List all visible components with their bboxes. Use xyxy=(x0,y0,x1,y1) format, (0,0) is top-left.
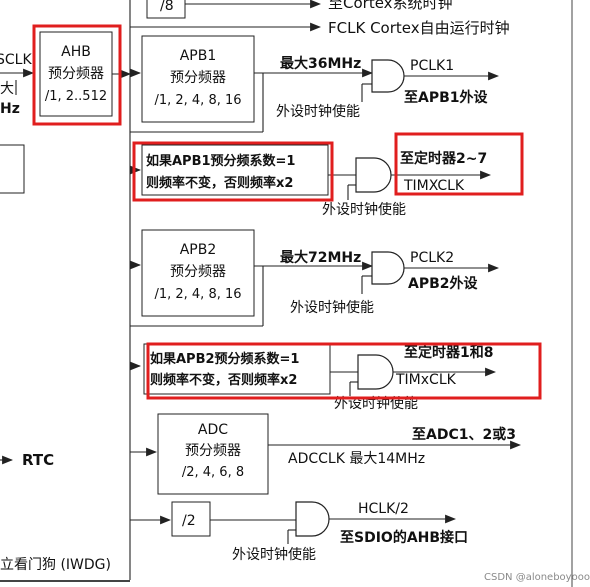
left-partial-box xyxy=(0,144,25,194)
tim2-cond-line2: 则频率不变，否则频率x2 xyxy=(150,372,297,388)
sdio-and-gate xyxy=(295,501,330,537)
tim2-cond-line1: 如果APB2预分频系数=1 xyxy=(150,351,299,367)
sclk-label: SCLK xyxy=(0,52,32,68)
tim1-cond-line1: 如果APB1预分频系数=1 xyxy=(146,153,295,169)
sdio-out-label: HCLK/2 xyxy=(358,501,409,517)
apb1-and-gate xyxy=(371,59,405,93)
sdio-dest-label: 至SDIO的AHB接口 xyxy=(340,529,468,546)
cortex-sys-label: 至Cortex系统时钟 xyxy=(328,0,453,12)
adc-line1: ADC xyxy=(198,422,228,438)
apb1-prescaler-box xyxy=(141,35,255,123)
fclk-label: FCLK Cortex自由运行时钟 xyxy=(328,19,510,37)
rtc-label: RTC xyxy=(22,451,54,469)
apb1-line1: APB1 xyxy=(180,48,217,64)
tim1-enable-label: 外设时钟使能 xyxy=(322,201,406,218)
apb2-and-gate xyxy=(371,251,405,285)
pclk1-label: PCLK1 xyxy=(410,58,454,74)
tim1-out-label: TIMXCLK xyxy=(403,178,465,194)
ahb-prescaler-box xyxy=(39,31,113,117)
apb2-dest-label: APB2外设 xyxy=(408,275,479,292)
watermark: CSDN @aloneboyooo xyxy=(484,572,590,583)
sdio-div2-box xyxy=(171,501,211,537)
apb2-enable-label: 外设时钟使能 xyxy=(290,299,374,316)
max-text-2: Hz xyxy=(0,101,20,117)
apb2-max-label: 最大72MHz xyxy=(280,249,361,266)
tim1-cond-highlight xyxy=(132,141,334,202)
ahb-line3: /1, 2..512 xyxy=(45,89,107,104)
adc-line3: /2, 4, 6, 8 xyxy=(182,465,244,480)
ahb-line2: 预分频器 xyxy=(48,66,104,82)
apb1-enable-label: 外设时钟使能 xyxy=(276,103,360,120)
bottom-left-border xyxy=(0,580,130,582)
sdio-enable-label: 外设时钟使能 xyxy=(232,546,316,563)
tim2-dest-label: 至定时器1和8 xyxy=(404,344,493,361)
tim1-cond-box xyxy=(141,144,329,196)
ahb-line1: AHB xyxy=(61,44,91,60)
tim2-highlight xyxy=(146,342,542,400)
div8-label: /8 xyxy=(160,0,174,14)
apb2-line2: 预分频器 xyxy=(170,264,226,280)
tim1-dest-label: 至定时器2~7 xyxy=(400,150,487,167)
tim2-out-label: TIMxCLK xyxy=(395,372,457,388)
iwdg-label: 立看门狗 (IWDG) xyxy=(0,557,111,573)
apb1-dest-label: 至APB1外设 xyxy=(404,89,489,106)
apb2-line3: /1, 2, 4, 8, 16 xyxy=(154,287,241,302)
sdio-div2-label: /2 xyxy=(182,513,196,529)
apb1-line2: 预分频器 xyxy=(170,70,226,86)
max-text-1: 大 xyxy=(0,81,14,97)
pclk2-label: PCLK2 xyxy=(410,250,454,266)
tim1-dest-highlight xyxy=(394,132,524,196)
tim1-cond-line2: 则频率不变，否则频率x2 xyxy=(146,175,293,191)
div8-box xyxy=(146,0,186,19)
apb2-line1: APB2 xyxy=(180,242,217,258)
adc-line2: 预分频器 xyxy=(185,443,241,459)
apb1-max-label: 最大36MHz xyxy=(280,55,361,72)
tim2-cond-box xyxy=(143,343,331,395)
apb2-prescaler-box xyxy=(141,229,255,317)
ahb-highlight xyxy=(32,24,122,126)
tim2-and-gate xyxy=(357,354,394,390)
apb1-line3: /1, 2, 4, 8, 16 xyxy=(154,93,241,108)
adc-prescaler-box xyxy=(157,413,269,495)
adc-out-label: ADCCLK 最大14MHz xyxy=(288,451,425,467)
tim1-and-gate xyxy=(355,157,392,193)
adc-dest-label: 至ADC1、2或3 xyxy=(412,426,516,443)
